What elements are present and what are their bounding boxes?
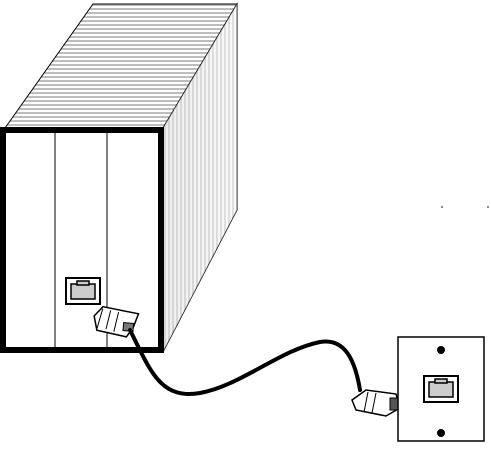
rj45-jack-icon — [66, 278, 100, 304]
rj45-plug-icon-wall — [352, 390, 400, 416]
screw-top — [437, 346, 445, 354]
stray-dot-2 — [487, 206, 489, 208]
wall-plate — [398, 337, 484, 441]
screw-bottom — [437, 429, 445, 437]
stray-dot-1 — [441, 206, 443, 208]
rj45-jack-icon-wall — [424, 376, 458, 402]
